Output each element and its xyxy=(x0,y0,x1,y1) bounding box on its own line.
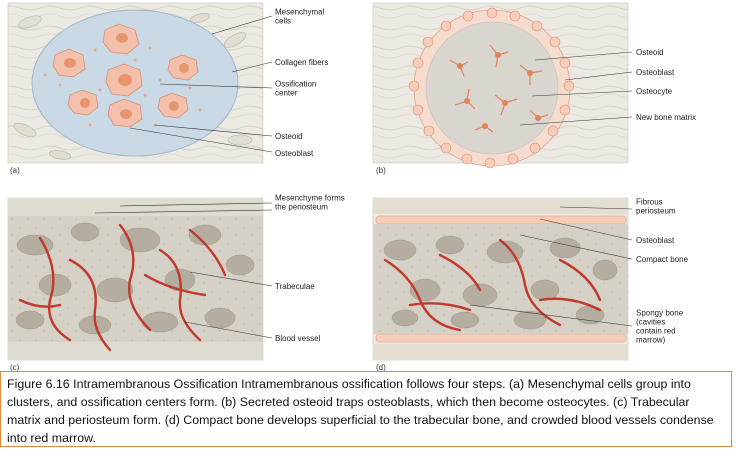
label-osteoblast-b: Osteoblast xyxy=(636,68,675,77)
panel-c-leaders xyxy=(94,202,273,339)
label-osteoid-a: Osteoid xyxy=(275,132,303,141)
panel-b-leaders xyxy=(519,51,633,126)
label-new-bone-matrix: New bone matrix xyxy=(636,113,696,122)
periosteum-top xyxy=(8,198,263,216)
mesenchymal-cells xyxy=(13,13,253,160)
label-osteocyte: Osteocyte xyxy=(636,87,673,96)
panel-b: (b) Osteoid Osteoblast Osteocyte New bon… xyxy=(372,2,696,175)
panel-c-letter: (c) xyxy=(10,363,20,372)
panel-b-letter: (b) xyxy=(376,166,386,175)
panel-a-letter: (a) xyxy=(10,166,20,175)
label-compact-bone: Compact bone xyxy=(636,255,689,264)
panel-d-letter: (d) xyxy=(376,363,386,372)
periosteum-bottom xyxy=(8,342,263,360)
label-trabeculae: Trabeculae xyxy=(275,282,315,291)
blood-vessels-c xyxy=(18,223,227,352)
fibrous-periosteum-bottom xyxy=(373,344,628,360)
new-bone-matrix xyxy=(425,21,559,155)
label-collagen-fibers: Collagen fibers xyxy=(275,58,328,67)
blood-vessels-d xyxy=(383,238,602,332)
panel-a-leaders xyxy=(129,15,273,153)
osteoblast-nuclei xyxy=(64,33,189,119)
fibrous-periosteum-top xyxy=(373,198,628,214)
label-osteoid-b: Osteoid xyxy=(636,48,664,57)
label-osteoblast-d: Osteoblast xyxy=(636,236,675,245)
label-osteoblast-a: Osteoblast xyxy=(275,149,314,158)
figure-caption: Figure 6.16 Intramembranous Ossification… xyxy=(0,371,732,447)
osteocyte-bodies xyxy=(457,52,541,129)
label-blood-vessel: Blood vessel xyxy=(275,334,321,343)
panel-d-leaders xyxy=(469,206,633,327)
osteoblast-ring-cells xyxy=(408,7,575,169)
spongy-cavities xyxy=(383,235,618,330)
